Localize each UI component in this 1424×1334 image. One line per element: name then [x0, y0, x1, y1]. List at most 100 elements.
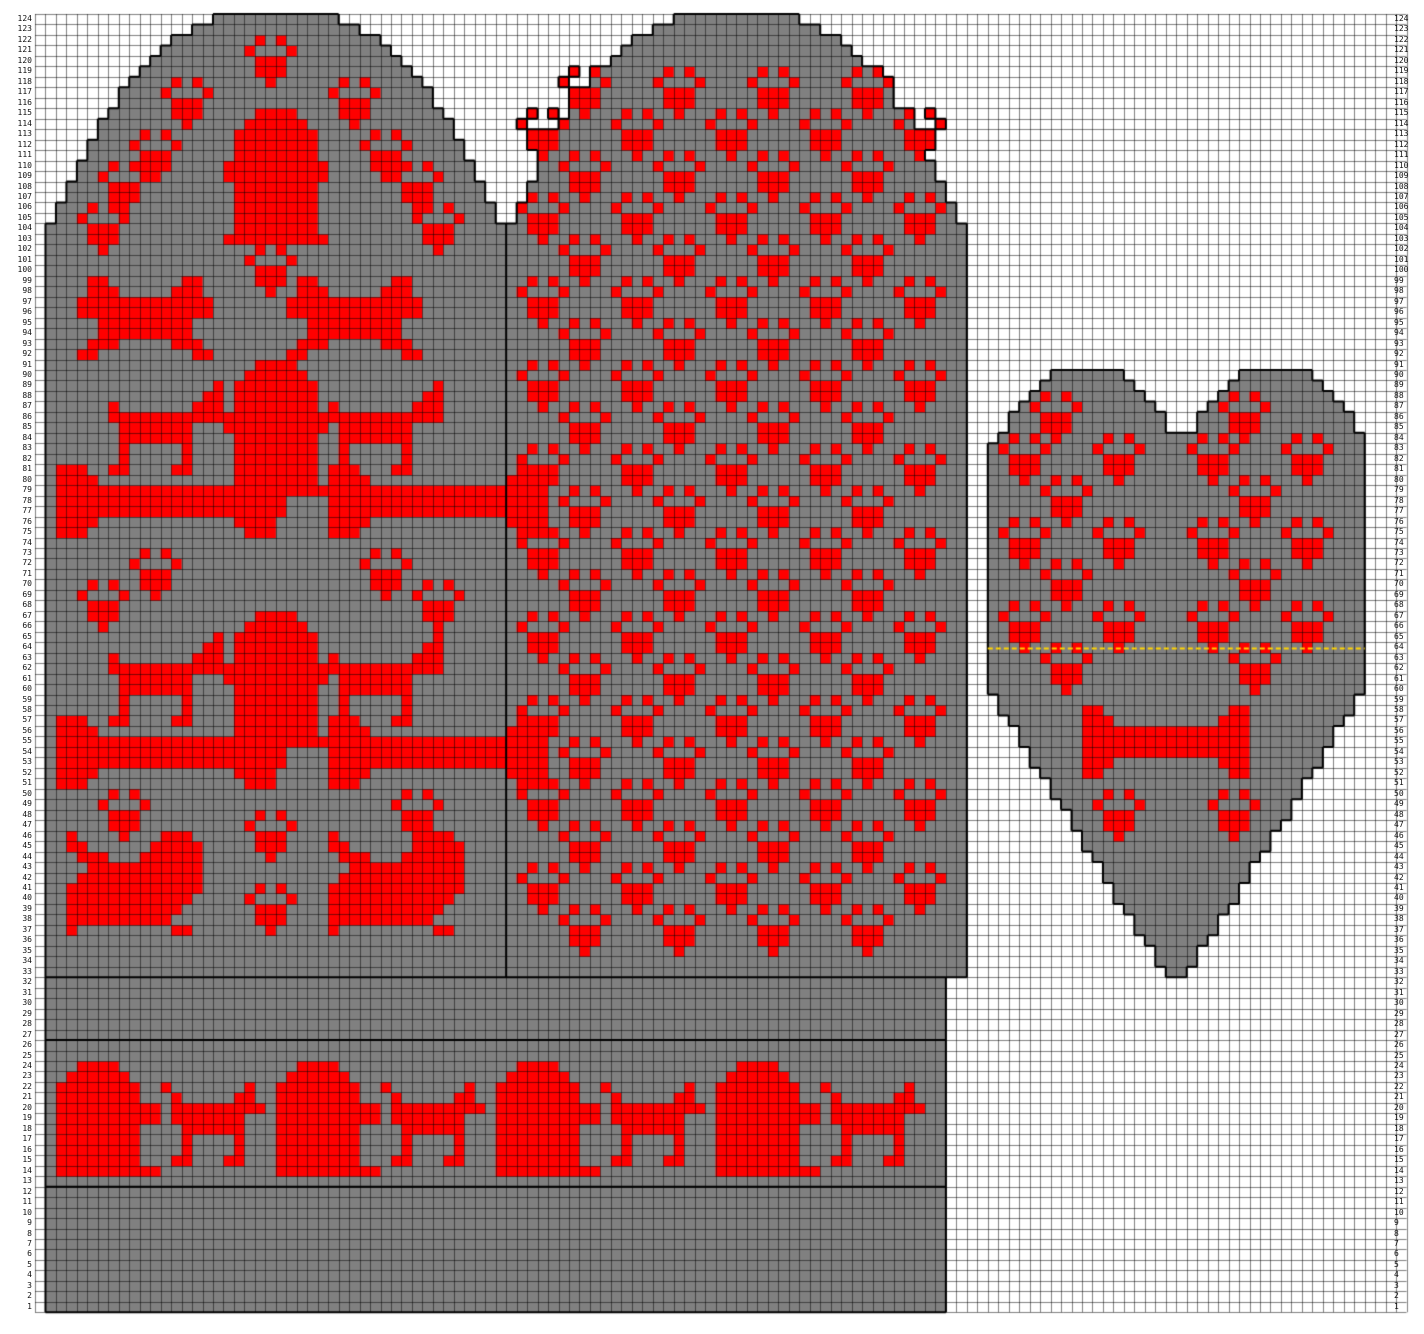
row-number: 79: [0, 485, 34, 495]
row-number: 4: [0, 1270, 34, 1280]
row-number: 59: [1390, 695, 1424, 705]
row-number: 94: [0, 328, 34, 338]
row-number: 103: [0, 234, 34, 244]
row-number: 95: [0, 318, 34, 328]
row-number: 80: [0, 475, 34, 485]
row-number: 118: [0, 77, 34, 87]
row-number: 37: [0, 925, 34, 935]
row-number: 120: [0, 56, 34, 66]
row-number: 121: [0, 45, 34, 55]
row-number: 98: [1390, 286, 1424, 296]
row-number: 59: [0, 695, 34, 705]
row-number: 43: [1390, 862, 1424, 872]
row-number: 36: [0, 935, 34, 945]
row-number: 101: [0, 255, 34, 265]
row-number: 12: [1390, 1187, 1424, 1197]
row-number: 43: [0, 862, 34, 872]
row-number: 88: [0, 391, 34, 401]
row-number: 55: [0, 736, 34, 746]
row-number: 77: [0, 506, 34, 516]
row-number: 84: [1390, 433, 1424, 443]
row-number: 85: [0, 422, 34, 432]
row-number: 84: [0, 433, 34, 443]
row-number: 89: [1390, 380, 1424, 390]
row-number: 65: [1390, 632, 1424, 642]
row-number: 72: [1390, 558, 1424, 568]
row-number: 22: [0, 1082, 34, 1092]
row-number: 122: [0, 35, 34, 45]
row-number: 54: [1390, 747, 1424, 757]
row-number: 112: [0, 140, 34, 150]
row-number: 4: [1390, 1270, 1424, 1280]
row-number: 25: [0, 1051, 34, 1061]
row-number: 106: [1390, 202, 1424, 212]
row-number: 68: [0, 600, 34, 610]
row-number: 49: [1390, 799, 1424, 809]
row-number: 13: [1390, 1176, 1424, 1186]
row-number: 48: [0, 810, 34, 820]
row-number: 102: [0, 244, 34, 254]
row-number: 21: [1390, 1092, 1424, 1102]
row-number: 98: [0, 286, 34, 296]
row-number: 10: [1390, 1208, 1424, 1218]
row-number: 50: [0, 789, 34, 799]
row-number: 108: [0, 182, 34, 192]
row-number: 65: [0, 632, 34, 642]
row-number: 96: [0, 307, 34, 317]
row-number: 17: [1390, 1134, 1424, 1144]
row-number: 38: [1390, 914, 1424, 924]
row-number: 12: [0, 1187, 34, 1197]
row-number: 60: [1390, 684, 1424, 694]
row-number: 119: [0, 66, 34, 76]
row-number: 92: [0, 349, 34, 359]
row-number: 78: [1390, 496, 1424, 506]
row-number: 29: [1390, 1009, 1424, 1019]
row-number: 9: [0, 1218, 34, 1228]
row-number: 117: [0, 87, 34, 97]
row-number: 49: [0, 799, 34, 809]
row-number: 61: [1390, 674, 1424, 684]
row-number: 63: [0, 653, 34, 663]
row-number: 64: [0, 642, 34, 652]
row-number: 1: [1390, 1302, 1424, 1312]
row-number: 56: [1390, 726, 1424, 736]
row-number: 51: [1390, 778, 1424, 788]
row-number: 105: [0, 213, 34, 223]
row-number: 2: [0, 1291, 34, 1301]
row-number: 7: [0, 1239, 34, 1249]
row-number: 5: [1390, 1260, 1424, 1270]
row-number: 40: [0, 893, 34, 903]
row-number: 113: [0, 129, 34, 139]
row-number: 34: [0, 956, 34, 966]
row-number: 121: [1390, 45, 1424, 55]
row-number: 32: [1390, 977, 1424, 987]
row-number: 27: [0, 1030, 34, 1040]
row-number: 107: [1390, 192, 1424, 202]
row-number: 99: [0, 276, 34, 286]
row-number: 96: [1390, 307, 1424, 317]
row-number: 51: [0, 778, 34, 788]
row-number: 97: [1390, 297, 1424, 307]
row-number: 11: [0, 1197, 34, 1207]
row-number: 14: [0, 1166, 34, 1176]
row-number: 83: [0, 443, 34, 453]
row-number: 50: [1390, 789, 1424, 799]
row-number: 36: [1390, 935, 1424, 945]
row-number: 30: [0, 998, 34, 1008]
row-number: 71: [0, 569, 34, 579]
row-number: 64: [1390, 642, 1424, 652]
row-number: 62: [1390, 663, 1424, 673]
row-number: 103: [1390, 234, 1424, 244]
row-number: 31: [1390, 988, 1424, 998]
row-number: 97: [0, 297, 34, 307]
row-number: 75: [1390, 527, 1424, 537]
row-number: 23: [0, 1071, 34, 1081]
row-number: 32: [0, 977, 34, 987]
row-number: 101: [1390, 255, 1424, 265]
row-number: 114: [1390, 119, 1424, 129]
row-number: 81: [0, 464, 34, 474]
